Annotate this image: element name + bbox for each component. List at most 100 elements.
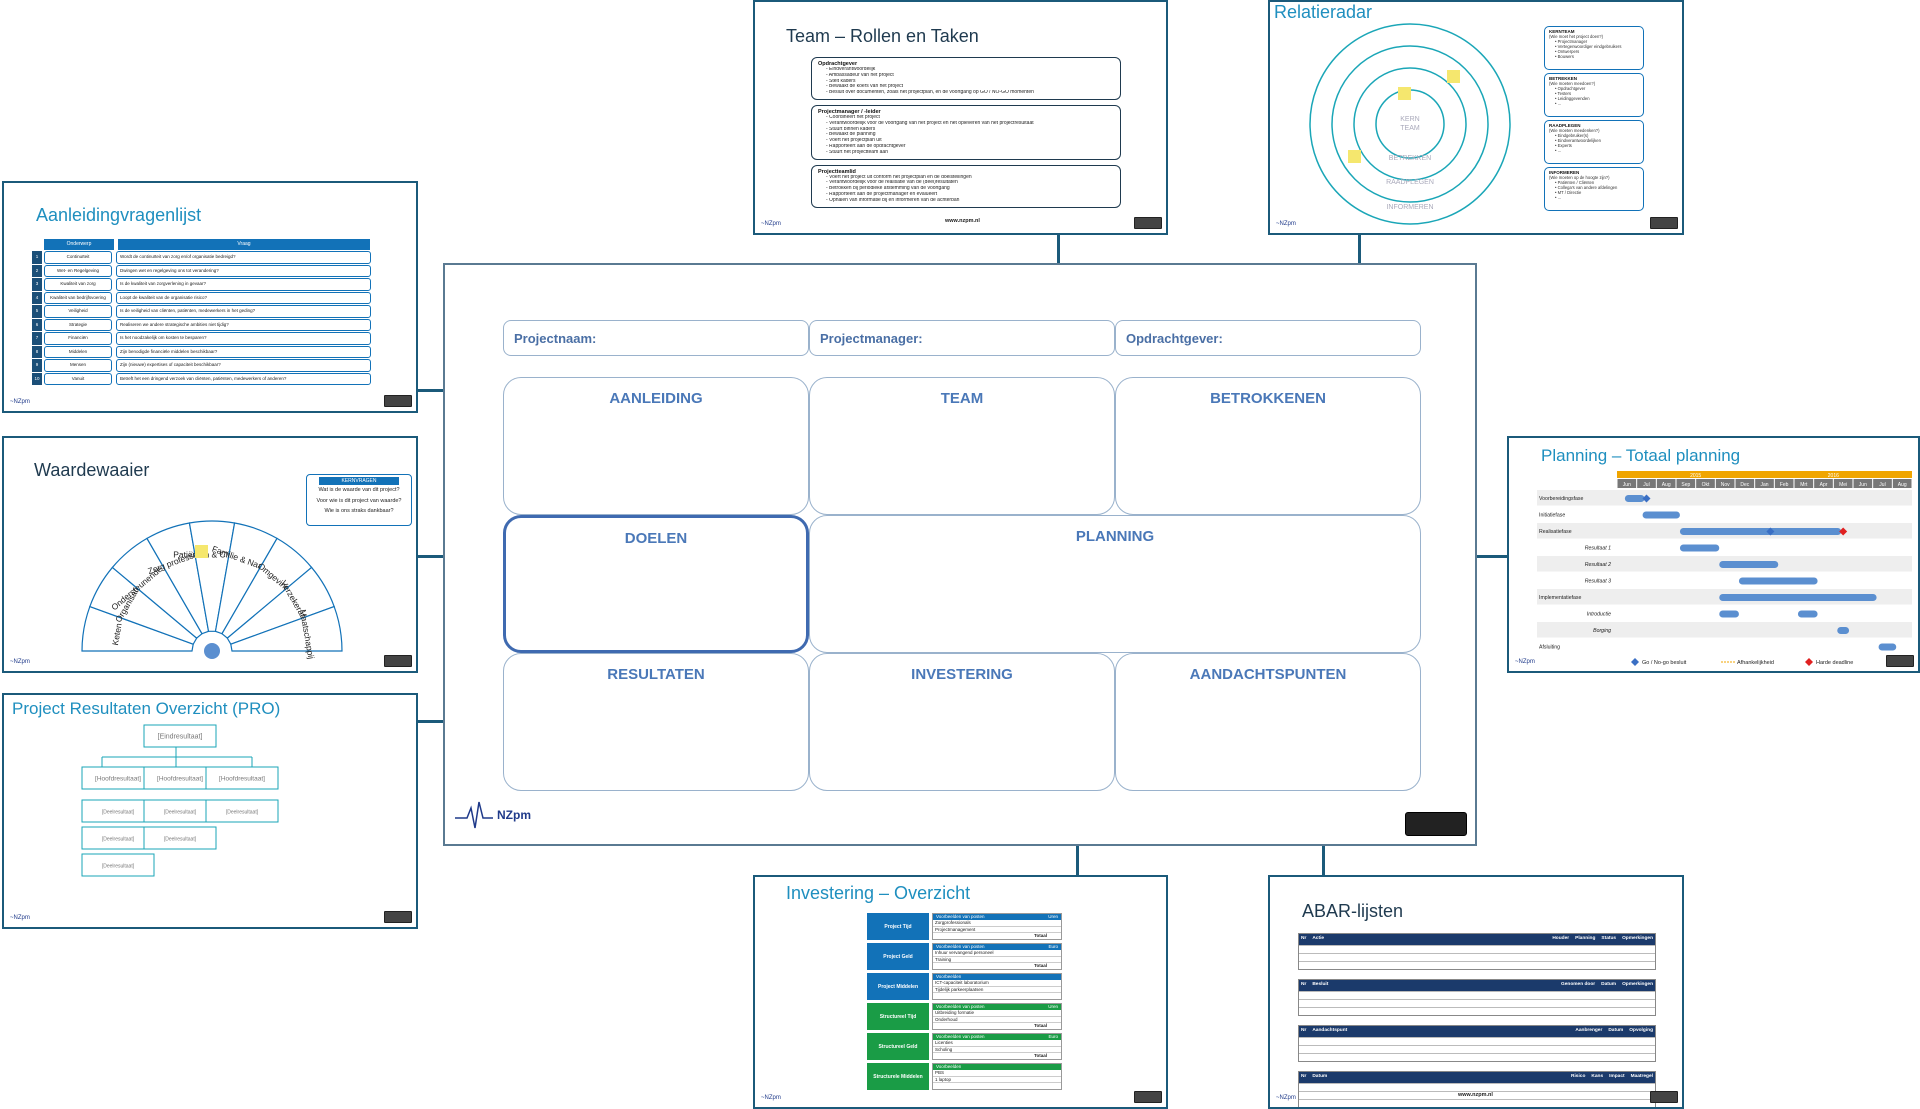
relatie-box-item: • MT / Directie [1555,190,1582,195]
abar-col-header: Impact [1609,1074,1625,1079]
cell-team[interactable]: TEAM [809,377,1115,515]
row-number: 4 [32,291,42,304]
gantt-bar [1624,495,1645,502]
role-title: Projectteamlid [818,168,856,175]
month-label: Jul [1879,482,1885,488]
thumb-title: Waardewaaier [34,460,150,480]
abar-col-header: Nr [1301,1074,1307,1079]
thumb-title: Investering – Overzicht [786,883,971,903]
team-url[interactable]: www.nzpm.nl [945,218,980,225]
header-opdrachtgever[interactable]: Opdrachtgever: [1115,320,1421,356]
cell-label: AANLEIDING [609,390,703,407]
role-task: - Ambassadeur van het project [826,72,894,78]
thumb-pro[interactable]: Project Resultaten Overzicht (PRO) [Eind… [2,693,418,929]
role-task: - Voert het projectplan uit [826,138,882,144]
abar-col-header: Nr [1301,982,1307,987]
row-question: Is het noodzakelijk om kosten te bespare… [116,332,371,345]
month-label: Sep [1681,482,1690,488]
cell-aanleiding[interactable]: AANLEIDING [503,377,809,515]
heartbeat-icon [455,801,493,829]
invest-item: ICT-capaciteit laboratorium [933,980,1061,987]
abar-url[interactable]: www.nzpm.nl [1458,1092,1493,1099]
month-label: Jun [1859,482,1867,488]
invest-item: Tijdelijk parkeerplaatsen [933,987,1061,993]
relatie-box-item: • Testers [1555,91,1572,96]
invest-head-label: Voorbeelden van posten [936,914,985,919]
invest-head: Voorbeelden [933,1064,1061,1070]
invest-item: 1 laptop [933,1077,1061,1083]
cell-label: PLANNING [1075,528,1155,545]
invest-label: Project Geld [867,943,929,970]
abar-col-header: Datum [1601,982,1617,987]
cell-betrokkenen[interactable]: BETROKKENEN [1115,377,1421,515]
row-topic: Wet- en Regelgeving [44,264,112,277]
cell-resultaten[interactable]: RESULTATEN [503,653,809,791]
invest-item: Scholing [933,1047,1061,1053]
abar-col-header: Datum [1312,1074,1328,1079]
thumb-title: Relatieradar [1274,2,1373,22]
mini-logo: ~NZpm [10,659,30,665]
invest-head-label: Voorbeelden van posten [936,944,985,949]
month-label: Jul [1643,482,1649,488]
kernvraag-1: Wat is de waarde van dit project? [318,487,400,493]
cc-license-icon [1886,655,1914,667]
milestone-icon [1631,658,1639,666]
abar-row [1299,945,1655,953]
gantt-row-label: Initiatiefase [1539,513,1565,519]
mini-logo: ~NZpm [10,915,30,921]
relatie-box-item: • Eindverantwoordelijken [1555,138,1601,143]
hoofdresultaat-box-label: [Hoofdresultaat] [219,776,265,783]
relatie-box-sub: (Wie moeten op de hoogte zijn?) [1549,175,1610,180]
month-cell [1617,479,1637,488]
relatie-box-item: • Experts [1555,143,1572,148]
deelresultaat-box [81,853,155,877]
header-projectnaam[interactable]: Projectnaam: [503,320,809,356]
role-task: - Stelt kaders [826,78,856,84]
invest-item: PBS [933,1070,1061,1077]
invest-total: Totaal [1034,1023,1047,1028]
relatie-box-item: • ... [1555,148,1562,153]
relatie-box-title: KERNTEAM [1549,29,1575,34]
cell-doelen[interactable]: DOELEN [503,515,809,653]
abar-row [1299,991,1655,999]
relatie-box: BETREKKEN(Wie moeten meedoen?)• Opdracht… [1544,73,1644,117]
month-cell [1696,479,1715,488]
gantt-row-label: Voorbereidingsfase [1539,496,1584,502]
nzpm-logo: NZpm [453,800,543,830]
radar-ring [1331,45,1489,203]
abar-col-header: Besluit [1312,982,1329,987]
gantt-row-bg [1537,490,1912,506]
month-cell [1794,479,1814,488]
month-cell [1814,479,1833,488]
thumb-team[interactable]: Team – Rollen en Taken Opdrachtgever- Ei… [753,0,1168,235]
invest-item: Uitbreiding formatie [933,1010,1061,1017]
mini-logo: ~NZpm [761,221,781,227]
cc-license-icon [1650,217,1678,229]
invest-label: Structurele Middelen [867,1063,929,1090]
cell-planning[interactable]: PLANNING [809,515,1421,653]
row-question: Wordt de continuïteit van zorg en/of org… [116,251,371,264]
cell-aandachtspunten[interactable]: AANDACHTSPUNTEN [1115,653,1421,791]
cc-license-icon [384,911,412,923]
row-question: Zijn (nieuwe) expertises of capaciteit b… [116,359,371,372]
ring-label: KERN [1400,116,1419,123]
ring-label: RAADPLEGEN [1386,179,1434,186]
cell-investering[interactable]: INVESTERING [809,653,1115,791]
header-projectmanager[interactable]: Projectmanager: [809,320,1115,356]
invest-head-label: Voorbeelden [936,1064,962,1069]
gantt-row-label: Realisatiefase [1539,529,1572,535]
abar-row [1299,1091,1655,1099]
hoofdresultaat-box-label: [Hoofdresultaat] [157,776,203,783]
